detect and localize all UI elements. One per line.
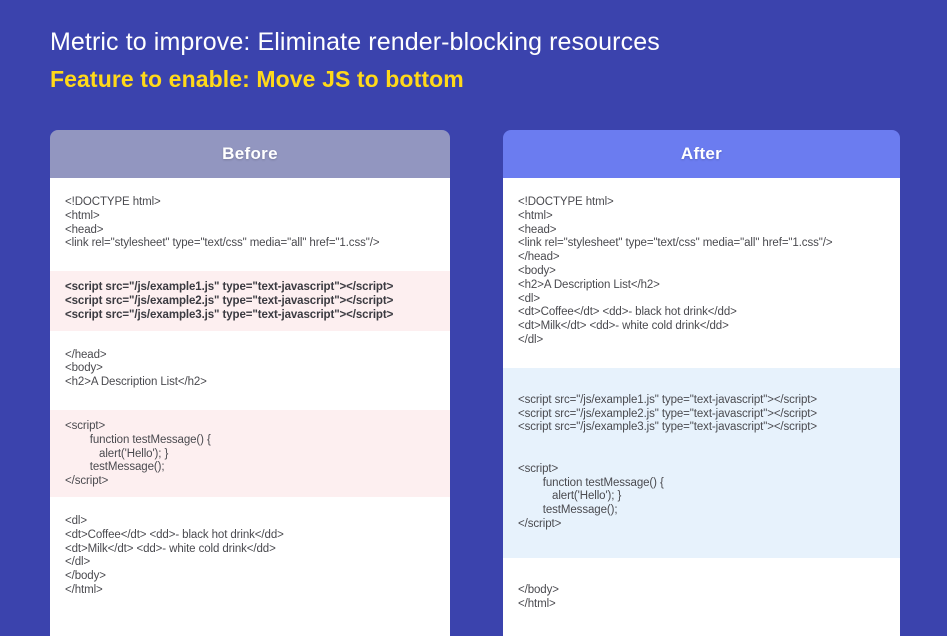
code-line (503, 435, 900, 449)
code-line: </script> (518, 517, 562, 530)
code-block-highlighted: <script src="/js/example1.js" type="text… (503, 367, 900, 558)
code-line: </dl> (65, 556, 91, 569)
code-line: testMessage(); (518, 504, 618, 517)
code-line: </body> (518, 583, 559, 596)
code-line: </html> (65, 583, 103, 596)
code-line: <!DOCTYPE html> (518, 196, 614, 208)
code-line: <link rel="stylesheet" type="text/css" m… (518, 237, 833, 250)
code-line: alert('Hello'); } (65, 447, 169, 460)
code-block-highlighted: <script> function testMessage() { alert(… (50, 409, 450, 497)
panel-after-code: <!DOCTYPE html><html><head><link rel="st… (503, 178, 900, 636)
code-line: <dt>Coffee</dt> <dd>- black hot drink</d… (65, 528, 284, 541)
code-line: alert('Hello'); } (518, 490, 622, 503)
panel-before: Before <!DOCTYPE html><html><head><link … (50, 130, 450, 636)
code-line: <dt>Milk</dt> <dd>- white cold drink</dd… (65, 542, 276, 555)
code-line: <script src="/js/example2.js" type="text… (65, 294, 394, 307)
code-line: </dl> (518, 333, 544, 346)
code-block: <!DOCTYPE html><html><head><link rel="st… (50, 178, 450, 272)
code-line: <script> (65, 419, 106, 432)
code-line: <script src="/js/example1.js" type="text… (65, 281, 394, 294)
code-line: <head> (65, 223, 104, 236)
code-line: </head> (65, 348, 107, 361)
code-block: </body></html> (503, 557, 900, 636)
code-block: <!DOCTYPE html><html><head><link rel="st… (503, 178, 900, 368)
code-line: <head> (518, 223, 557, 236)
code-line: <script src="/js/example3.js" type="text… (65, 308, 394, 321)
panel-before-header: Before (50, 130, 450, 178)
code-line: <h2>A Description List</h2> (518, 278, 660, 291)
code-block-highlighted: <script src="/js/example1.js" type="text… (50, 271, 450, 331)
code-line: <dl> (65, 514, 87, 527)
code-block: </head><body><h2>A Description List</h2> (50, 330, 450, 410)
code-line: <script src="/js/example1.js" type="text… (518, 393, 818, 406)
code-line: <html> (518, 209, 553, 222)
code-line: <script> (518, 462, 559, 475)
feature-title: Feature to enable: Move JS to bottom (50, 66, 464, 92)
comparison-panels: Before <!DOCTYPE html><html><head><link … (0, 130, 947, 636)
panel-after-header: After (503, 130, 900, 178)
code-line: </script> (65, 475, 109, 488)
code-line: <script src="/js/example2.js" type="text… (518, 407, 818, 420)
metric-title: Metric to improve: Eliminate render-bloc… (50, 28, 660, 56)
panel-before-code: <!DOCTYPE html><html><head><link rel="st… (50, 178, 450, 636)
code-line: <dt>Coffee</dt> <dd>- black hot drink</d… (518, 306, 737, 319)
code-line: </head> (518, 251, 560, 264)
code-line: </html> (518, 597, 556, 610)
code-line: <dt>Milk</dt> <dd>- white cold drink</dd… (518, 320, 729, 333)
code-line: <script src="/js/example3.js" type="text… (518, 421, 818, 434)
code-line: <body> (518, 264, 556, 277)
code-block: <dl><dt>Coffee</dt> <dd>- black hot drin… (50, 496, 450, 618)
title-block: Metric to improve: Eliminate render-bloc… (50, 26, 910, 94)
code-line: <link rel="stylesheet" type="text/css" m… (65, 237, 380, 250)
code-line: function testMessage() { (65, 433, 211, 446)
code-line: <!DOCTYPE html> (65, 196, 161, 208)
code-line: </body> (65, 570, 106, 583)
code-line: function testMessage() { (518, 476, 664, 489)
code-line: <h2>A Description List</h2> (65, 376, 207, 389)
code-line: testMessage(); (65, 461, 165, 474)
panel-after: After <!DOCTYPE html><html><head><link r… (503, 130, 900, 636)
code-line: <dl> (518, 292, 540, 305)
code-line (503, 449, 900, 463)
code-line: <html> (65, 209, 100, 222)
code-line: <body> (65, 362, 103, 375)
